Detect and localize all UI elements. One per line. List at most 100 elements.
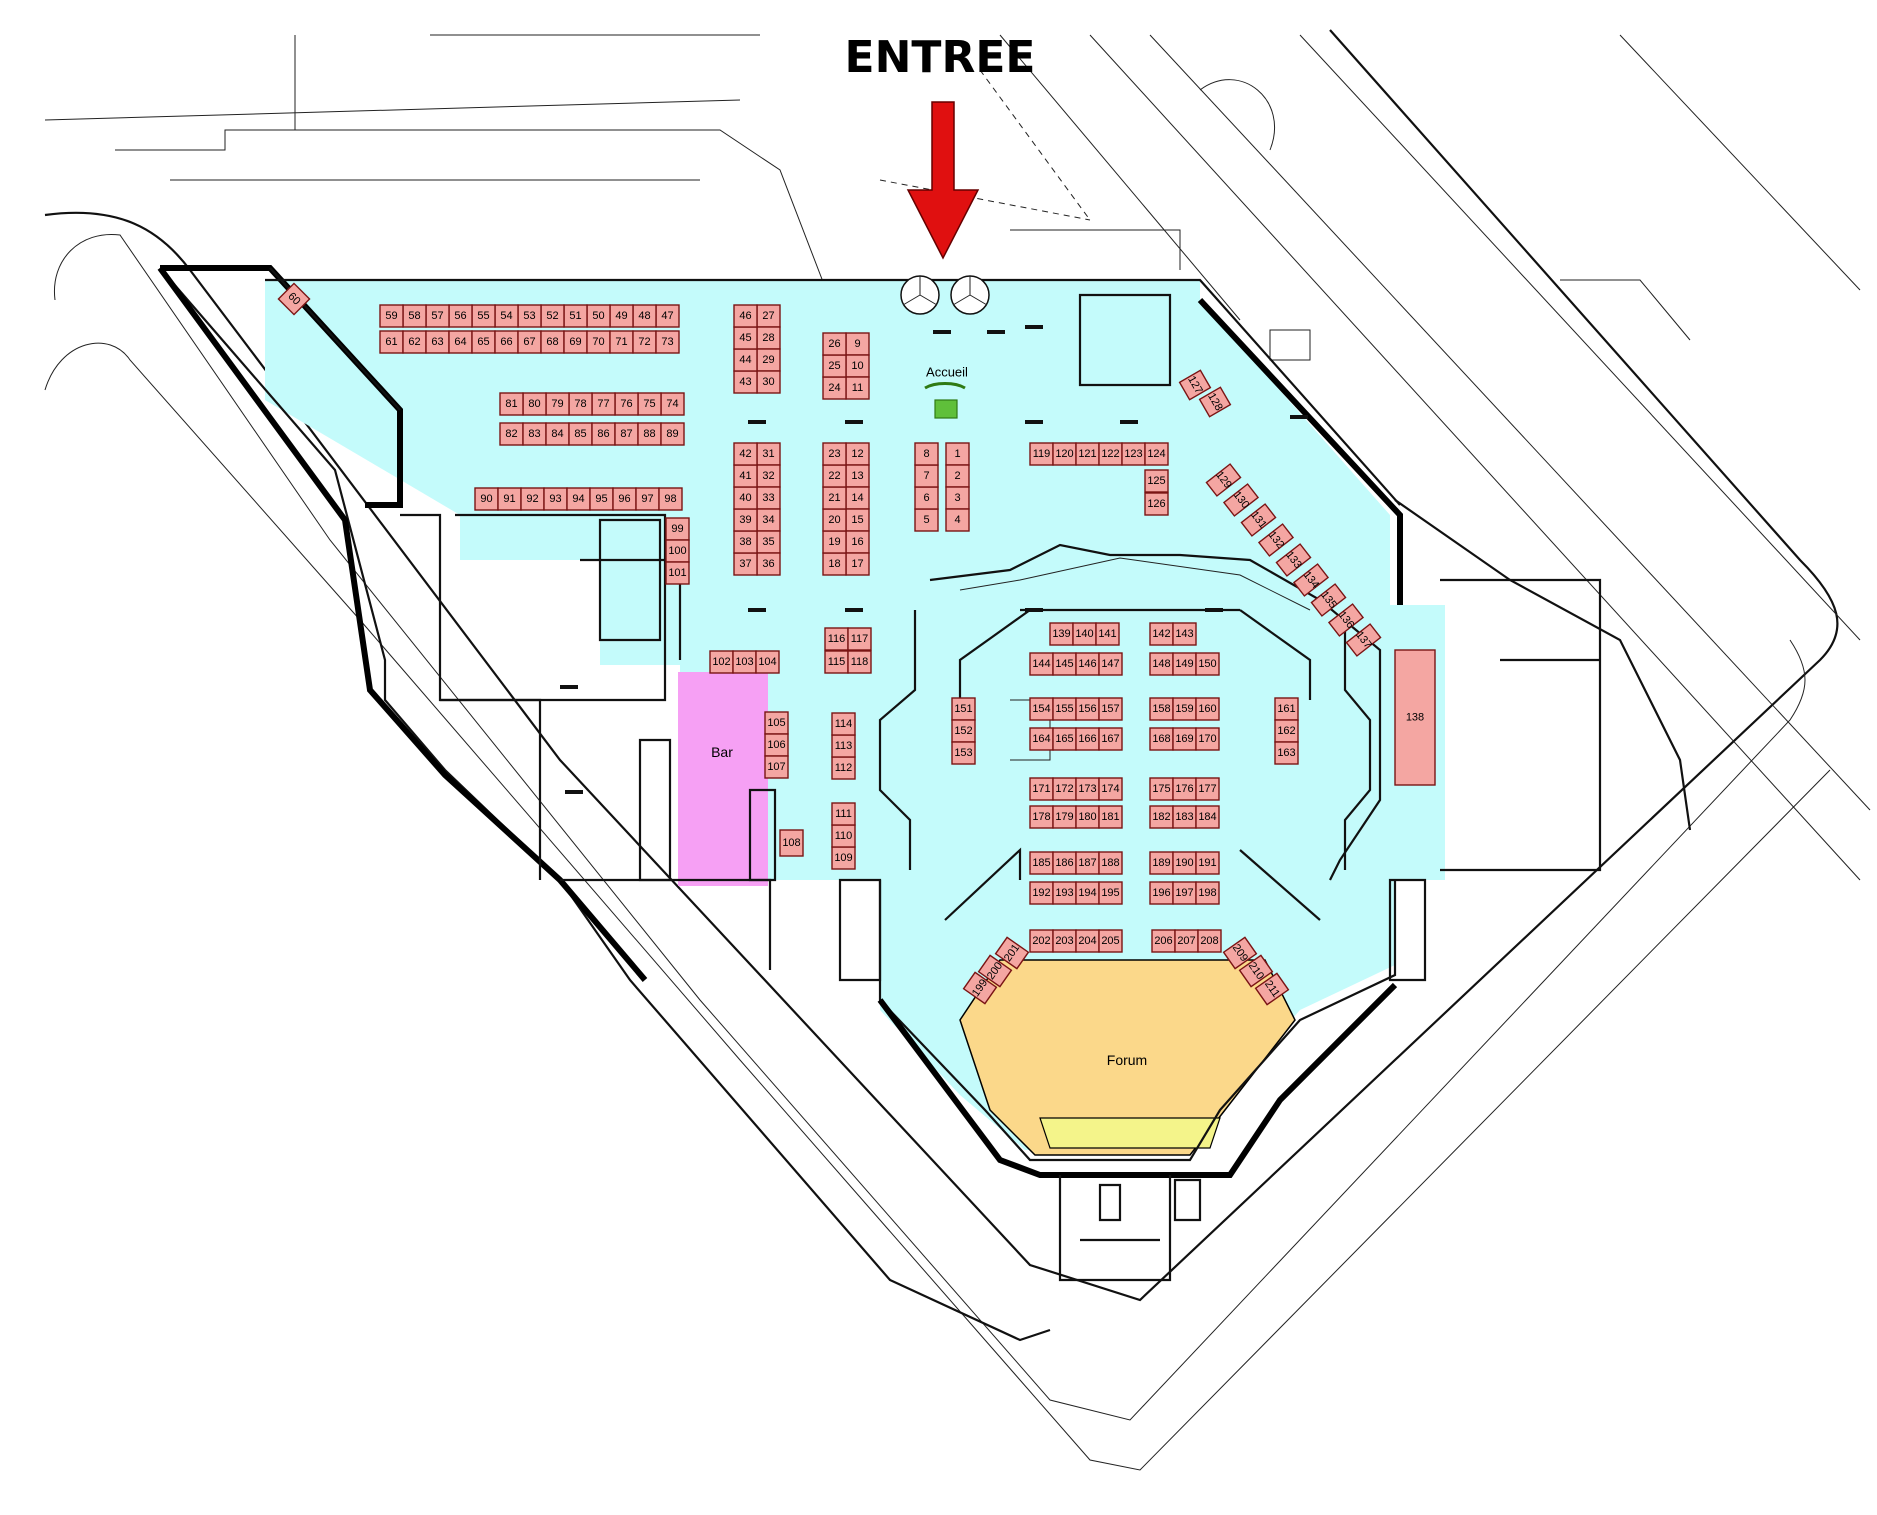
booth-45[interactable]: 45 [733, 326, 758, 350]
booth-80[interactable]: 80 [522, 392, 547, 416]
booth-121[interactable]: 121 [1075, 442, 1100, 466]
booth-166[interactable]: 166 [1075, 727, 1100, 751]
booth-18[interactable]: 18 [822, 552, 847, 576]
booth-208[interactable]: 208 [1197, 929, 1222, 953]
booth-72[interactable]: 72 [632, 330, 657, 354]
booth-180[interactable]: 180 [1075, 805, 1100, 829]
booth-200[interactable]: 200 [977, 954, 1013, 988]
booth-187[interactable]: 187 [1075, 851, 1100, 875]
booth-13[interactable]: 13 [845, 464, 870, 488]
booth-32[interactable]: 32 [756, 464, 781, 488]
booth-25[interactable]: 25 [822, 354, 847, 378]
booth-33[interactable]: 33 [756, 486, 781, 510]
booth-86[interactable]: 86 [591, 422, 616, 446]
booth-21[interactable]: 21 [822, 486, 847, 510]
booth-161[interactable]: 161 [1274, 697, 1299, 721]
booth-131[interactable]: 131 [1240, 503, 1277, 537]
booth-5[interactable]: 5 [914, 508, 939, 532]
booth-52[interactable]: 52 [540, 304, 565, 328]
booth-24[interactable]: 24 [822, 376, 847, 400]
booth-151[interactable]: 151 [951, 697, 976, 721]
booth-183[interactable]: 183 [1172, 805, 1197, 829]
booth-49[interactable]: 49 [609, 304, 634, 328]
booth-189[interactable]: 189 [1149, 851, 1174, 875]
booth-168[interactable]: 168 [1149, 727, 1174, 751]
booth-98[interactable]: 98 [658, 487, 683, 511]
booth-207[interactable]: 207 [1174, 929, 1199, 953]
booth-197[interactable]: 197 [1172, 881, 1197, 905]
booth-155[interactable]: 155 [1052, 697, 1077, 721]
booth-75[interactable]: 75 [637, 392, 662, 416]
booth-159[interactable]: 159 [1172, 697, 1197, 721]
booth-202[interactable]: 202 [1029, 929, 1054, 953]
booth-203[interactable]: 203 [1052, 929, 1077, 953]
booth-12[interactable]: 12 [845, 442, 870, 466]
booth-193[interactable]: 193 [1052, 881, 1077, 905]
booth-81[interactable]: 81 [499, 392, 524, 416]
booth-9[interactable]: 9 [845, 332, 870, 356]
booth-97[interactable]: 97 [635, 487, 660, 511]
booth-101[interactable]: 101 [665, 561, 690, 585]
booth-14[interactable]: 14 [845, 486, 870, 510]
booth-125[interactable]: 125 [1144, 469, 1169, 493]
booth-139[interactable]: 139 [1049, 622, 1074, 646]
booth-15[interactable]: 15 [845, 508, 870, 532]
booth-40[interactable]: 40 [733, 486, 758, 510]
booth-160[interactable]: 160 [1195, 697, 1220, 721]
booth-44[interactable]: 44 [733, 348, 758, 372]
booth-62[interactable]: 62 [402, 330, 427, 354]
booth-41[interactable]: 41 [733, 464, 758, 488]
booth-113[interactable]: 113 [831, 734, 856, 758]
booth-211[interactable]: 211 [1254, 972, 1290, 1006]
booth-115[interactable]: 115 [824, 650, 849, 674]
booth-174[interactable]: 174 [1098, 777, 1123, 801]
booth-67[interactable]: 67 [517, 330, 542, 354]
booth-120[interactable]: 120 [1052, 442, 1077, 466]
booth-51[interactable]: 51 [563, 304, 588, 328]
booth-38[interactable]: 38 [733, 530, 758, 554]
booth-133[interactable]: 133 [1275, 543, 1312, 577]
booth-34[interactable]: 34 [756, 508, 781, 532]
booth-6[interactable]: 6 [914, 486, 939, 510]
booth-204[interactable]: 204 [1075, 929, 1100, 953]
booth-82[interactable]: 82 [499, 422, 524, 446]
booth-181[interactable]: 181 [1098, 805, 1123, 829]
booth-134[interactable]: 134 [1292, 563, 1330, 597]
booth-64[interactable]: 64 [448, 330, 473, 354]
booth-91[interactable]: 91 [497, 487, 522, 511]
booth-48[interactable]: 48 [632, 304, 657, 328]
booth-179[interactable]: 179 [1052, 805, 1077, 829]
booth-178[interactable]: 178 [1029, 805, 1054, 829]
booth-85[interactable]: 85 [568, 422, 593, 446]
booth-195[interactable]: 195 [1098, 881, 1123, 905]
booth-56[interactable]: 56 [448, 304, 473, 328]
booth-176[interactable]: 176 [1172, 777, 1197, 801]
booth-149[interactable]: 149 [1172, 652, 1197, 676]
booth-188[interactable]: 188 [1098, 851, 1123, 875]
booth-130[interactable]: 130 [1222, 483, 1260, 517]
booth-170[interactable]: 170 [1195, 727, 1220, 751]
booth-54[interactable]: 54 [494, 304, 519, 328]
booth-28[interactable]: 28 [756, 326, 781, 350]
booth-152[interactable]: 152 [951, 719, 976, 743]
booth-27[interactable]: 27 [756, 304, 781, 328]
booth-58[interactable]: 58 [402, 304, 427, 328]
booth-116[interactable]: 116 [824, 627, 849, 651]
booth-111[interactable]: 111 [831, 802, 856, 826]
booth-23[interactable]: 23 [822, 442, 847, 466]
booth-76[interactable]: 76 [614, 392, 639, 416]
booth-69[interactable]: 69 [563, 330, 588, 354]
booth-123[interactable]: 123 [1121, 442, 1146, 466]
booth-114[interactable]: 114 [831, 712, 856, 736]
booth-57[interactable]: 57 [425, 304, 450, 328]
booth-99[interactable]: 99 [665, 517, 690, 541]
booth-53[interactable]: 53 [517, 304, 542, 328]
booth-89[interactable]: 89 [660, 422, 685, 446]
booth-84[interactable]: 84 [545, 422, 570, 446]
booth-206[interactable]: 206 [1151, 929, 1176, 953]
booth-2[interactable]: 2 [945, 464, 970, 488]
booth-108[interactable]: 108 [779, 829, 804, 857]
booth-39[interactable]: 39 [733, 508, 758, 532]
booth-185[interactable]: 185 [1029, 851, 1054, 875]
booth-46[interactable]: 46 [733, 304, 758, 328]
